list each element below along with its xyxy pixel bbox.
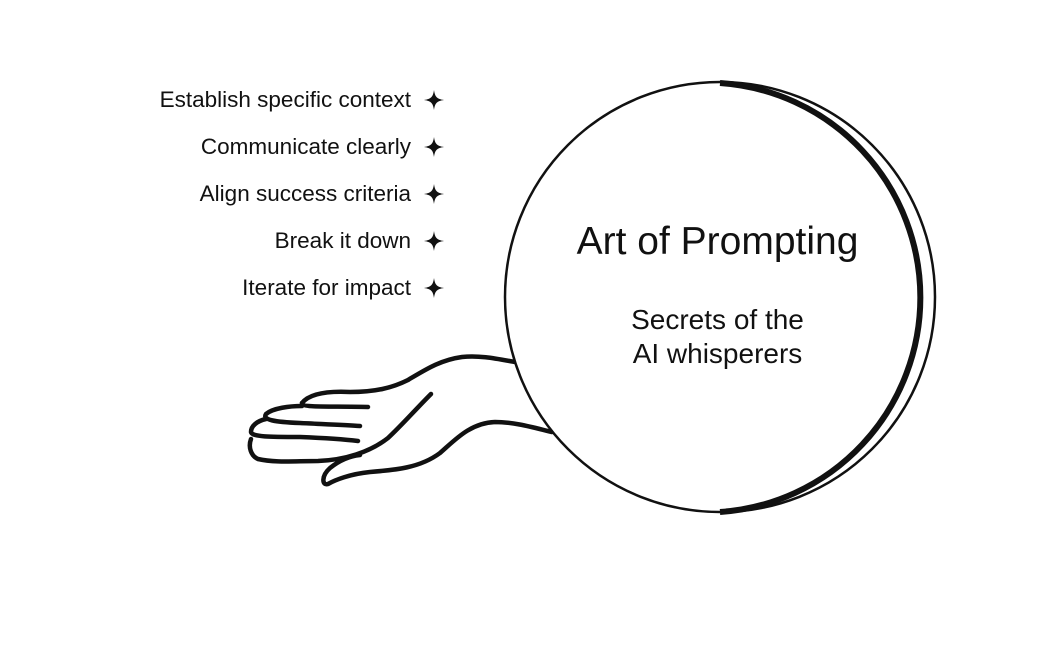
list-item: Align success criteria (0, 170, 450, 217)
list-item-label: Communicate clearly (200, 133, 411, 159)
sparkle-icon (424, 89, 444, 110)
sparkle-icon (424, 230, 444, 251)
list-item-label: Iterate for impact (242, 274, 411, 300)
list-item-label: Break it down (274, 227, 411, 253)
circle-subtitle: Secrets of the AI whisperers (520, 303, 915, 371)
open-hand-icon (247, 354, 555, 487)
prompting-tips-list: Establish specific context Communicate c… (0, 76, 450, 311)
circle-title: Art of Prompting (576, 220, 859, 263)
circle-subtitle-line-2: AI whisperers (632, 338, 803, 369)
title-circle (503, 80, 937, 514)
sparkle-icon (424, 136, 444, 157)
circle-subtitle-line-1: Secrets of the (631, 304, 804, 335)
list-item: Break it down (0, 217, 450, 264)
list-item-label: Establish specific context (159, 86, 411, 112)
sparkle-icon (424, 183, 444, 204)
list-item-label: Align success criteria (199, 180, 411, 206)
sparkle-icon (424, 277, 444, 298)
list-item: Communicate clearly (0, 123, 450, 170)
list-item: Iterate for impact (0, 264, 450, 311)
list-item: Establish specific context (0, 76, 450, 123)
circle-shadow-arc (719, 80, 924, 515)
